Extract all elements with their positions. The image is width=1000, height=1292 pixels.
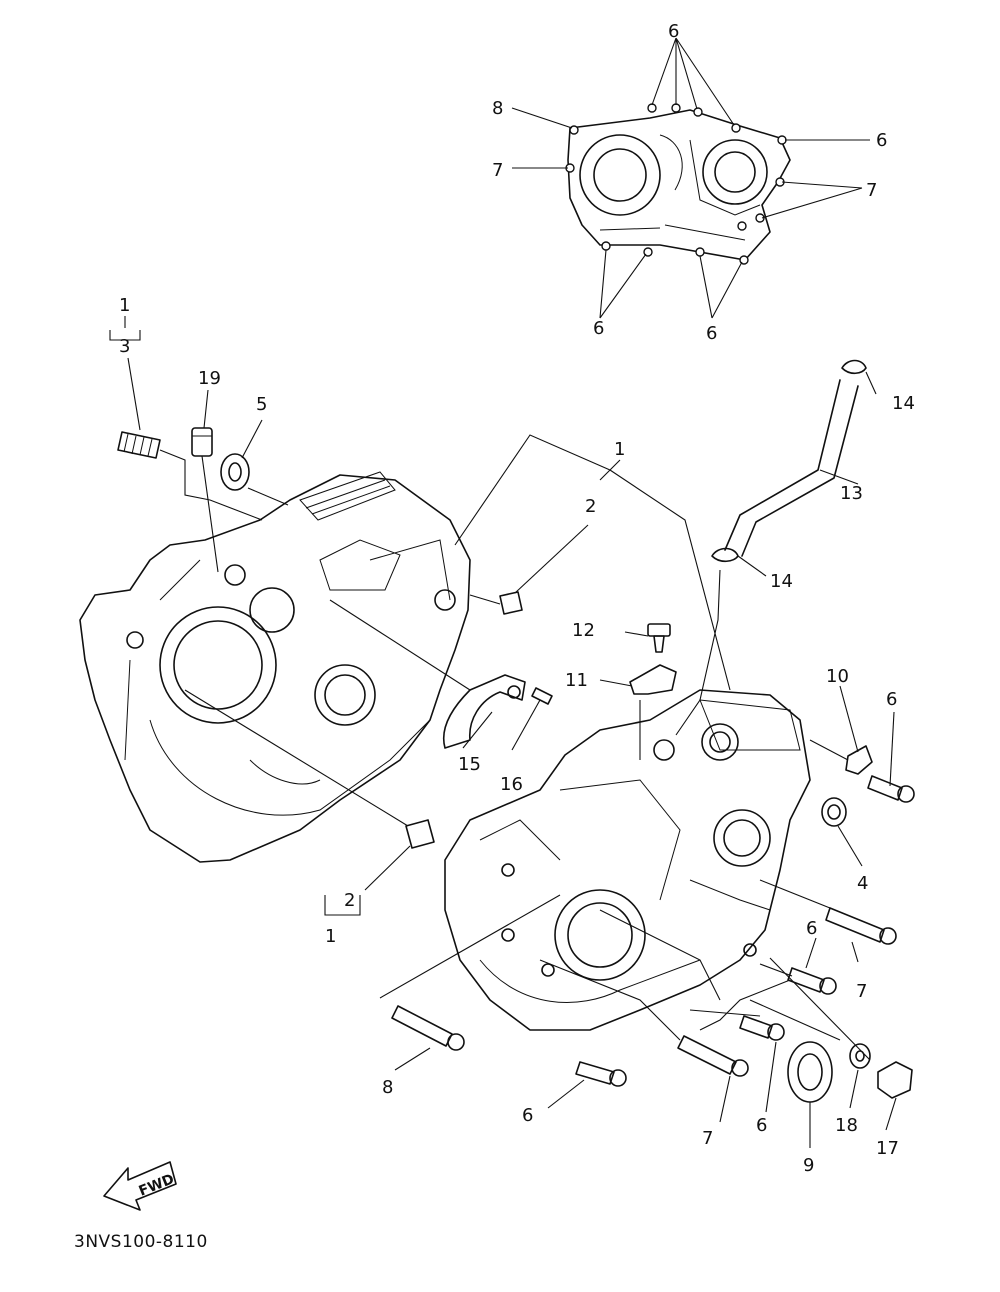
dowel-2-lower [405,819,435,849]
dowel-2-upper [499,591,523,615]
top-leaders [511,37,870,319]
screw-12 [647,623,671,653]
callout-15: 15 [458,754,481,775]
callout-5: 5 [256,394,267,415]
callout-6: 6 [756,1115,767,1136]
callout-7: 7 [492,160,503,181]
callout-6: 6 [668,21,679,42]
fwd-arrow-icon: FWD [103,1161,177,1211]
callout-7: 7 [866,180,877,201]
oil-seal-5 [220,453,250,491]
callout-9: 9 [803,1155,814,1176]
callout-10: 10 [826,666,849,687]
callout-11: 11 [565,670,588,691]
callout-6: 6 [593,318,604,339]
callout-2: 2 [344,890,355,911]
right-crankcase-half [444,689,811,1031]
callout-6: 6 [806,918,817,939]
callout-8: 8 [382,1077,393,1098]
dowel-pin-3 [117,431,161,459]
callout-18: 18 [835,1115,858,1136]
callout-2: 2 [585,496,596,517]
callout-1: 1 [119,295,130,316]
callout-1: 1 [614,439,625,460]
callout-14: 14 [892,393,915,414]
clamp-11 [629,664,677,695]
callout-6: 6 [876,130,887,151]
hose-clip-14 [711,359,867,563]
callout-7: 7 [702,1128,713,1149]
callout-12: 12 [572,620,595,641]
callout-8: 8 [492,98,503,119]
oil-seal-9 [787,1041,833,1103]
washer-18 [849,1043,871,1069]
callout-19: 19 [198,368,221,389]
diagram-code-label: 3NVS100-8110 [74,1232,208,1252]
breather-hose-13 [724,379,859,557]
crankcase-gasket-outline [565,103,791,265]
callout-14: 14 [770,571,793,592]
oil-seal-4 [821,797,847,827]
callout-17: 17 [876,1138,899,1159]
callout-16: 16 [500,774,523,795]
callout-4: 4 [857,873,868,894]
callout-6: 6 [522,1105,533,1126]
screw-16 [531,687,553,705]
callout-13: 13 [840,483,863,504]
fwd-label: FWD [137,1171,177,1200]
callout-6: 6 [886,689,897,710]
callout-labels: 1 3 19 5 1 2 6 8 7 6 7 6 6 14 13 14 12 1… [119,21,915,1176]
bolts [391,775,915,1087]
clamp-10 [845,745,873,775]
plate-15 [443,674,526,749]
callout-7: 7 [856,981,867,1002]
left-crankcase-half [79,471,471,863]
leader-lines [109,316,897,1148]
plug-19 [191,427,213,457]
callout-6: 6 [706,323,717,344]
callout-3: 3 [119,336,130,357]
callout-1: 1 [325,926,336,947]
drain-plug-17 [877,1061,913,1099]
